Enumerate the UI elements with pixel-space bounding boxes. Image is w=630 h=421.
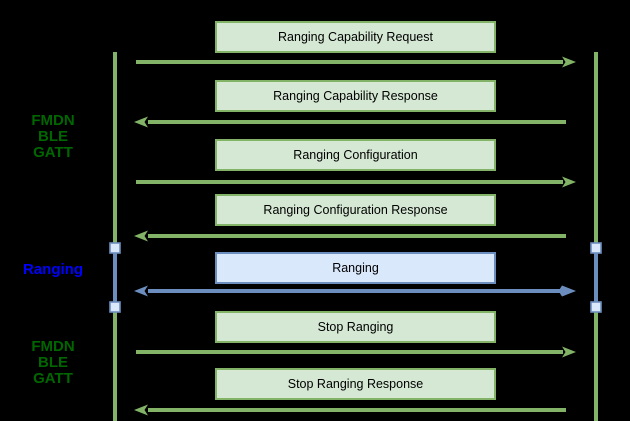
ranging-phase-label-line: Ranging xyxy=(23,261,83,278)
arrow-stop-ranging xyxy=(136,346,576,358)
message-box-ranging-configuration: Ranging Configuration xyxy=(215,139,496,171)
protocol-label-bottom: FMDN BLE GATT xyxy=(8,339,98,387)
arrow-ranging-bidirectional xyxy=(134,285,576,297)
arrow-ranging-configuration xyxy=(136,176,576,188)
arrow-stop-ranging-response xyxy=(134,404,566,416)
message-box-ranging-capability-response: Ranging Capability Response xyxy=(215,80,496,112)
activation-endpoint-squares xyxy=(109,242,602,313)
arrow-ranging-capability-response xyxy=(134,116,566,128)
message-box-ranging-configuration-response: Ranging Configuration Response xyxy=(215,194,496,226)
protocol-label-line: GATT xyxy=(33,144,73,161)
protocol-label-line: FMDN xyxy=(31,112,75,129)
protocol-label-top: FMDN BLE GATT xyxy=(8,113,98,161)
message-box-stop-ranging: Stop Ranging xyxy=(215,311,496,343)
message-box-ranging-capability-request: Ranging Capability Request xyxy=(215,21,496,53)
protocol-label-line: GATT xyxy=(33,370,73,387)
protocol-label-line: BLE xyxy=(38,354,68,371)
ranging-phase-label: Ranging xyxy=(8,262,98,278)
message-box-ranging: Ranging xyxy=(215,252,496,284)
arrow-ranging-capability-request xyxy=(136,56,576,68)
message-box-stop-ranging-response: Stop Ranging Response xyxy=(215,368,496,400)
protocol-label-line: BLE xyxy=(38,128,68,145)
protocol-label-line: FMDN xyxy=(31,338,75,355)
arrow-ranging-configuration-response xyxy=(134,230,566,242)
